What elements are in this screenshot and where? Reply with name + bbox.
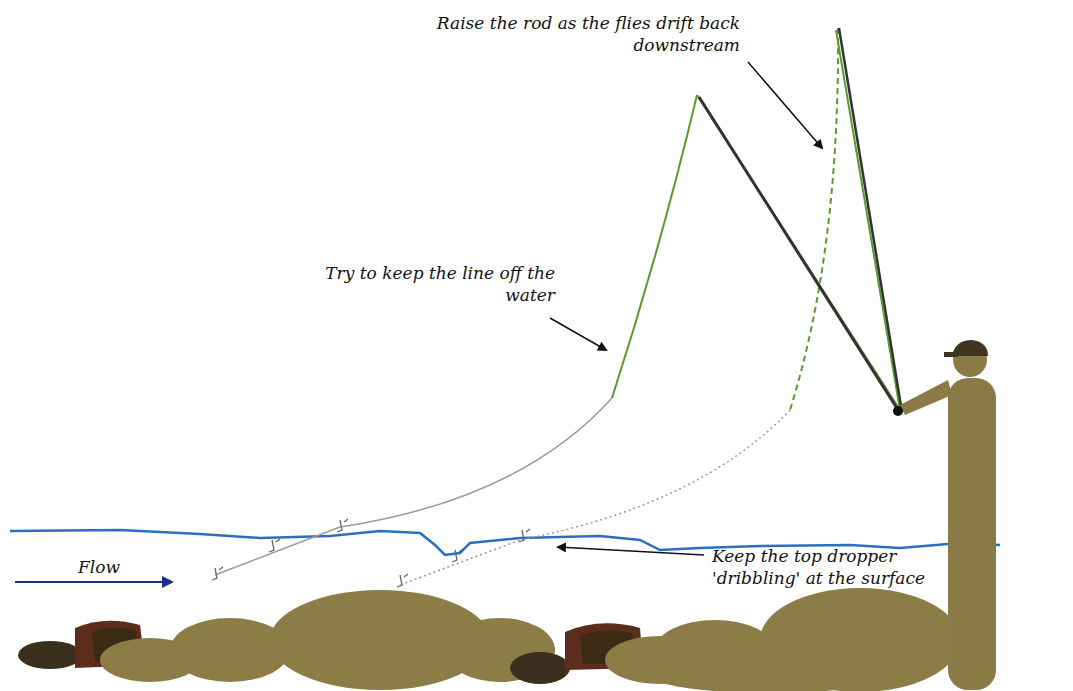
- flies: [212, 519, 530, 587]
- flies: [337, 519, 348, 532]
- leader-line: [215, 398, 612, 575]
- angler-figure: [948, 378, 996, 690]
- fishing-rods: [839, 28, 902, 412]
- river-bed-rocks: [650, 657, 890, 691]
- fly-line-dashed: [790, 28, 838, 410]
- flies: [452, 549, 463, 562]
- river-bed-rocks: [170, 618, 290, 682]
- fly-line-green: [612, 95, 697, 398]
- flies: [519, 529, 530, 542]
- river-bed-rocks: [18, 641, 82, 669]
- angler-figure: [893, 406, 903, 416]
- flies: [212, 567, 223, 580]
- callout-arrow: [550, 318, 606, 350]
- callout-note: Keep the top dropper 'dribbling' at the …: [712, 545, 962, 589]
- river-bed-rocks: [510, 652, 570, 684]
- callout-arrow: [558, 547, 704, 555]
- callout-arrow: [748, 62, 822, 148]
- angler-figure: [900, 380, 952, 415]
- flow-label: Flow: [78, 556, 158, 578]
- angler-figure: [944, 352, 958, 357]
- flies: [269, 539, 280, 552]
- fishing-rods: [697, 28, 902, 413]
- fishing-rods: [836, 30, 900, 410]
- fishing-rods: [699, 97, 900, 413]
- callout-note: Raise the rod as the flies drift back do…: [420, 12, 740, 56]
- flow-arrow: [15, 581, 172, 583]
- angler-figure: [893, 340, 996, 690]
- flies: [397, 574, 408, 587]
- callout-note: Try to keep the line off the water: [300, 262, 555, 306]
- river-bed-rocks: [18, 588, 960, 691]
